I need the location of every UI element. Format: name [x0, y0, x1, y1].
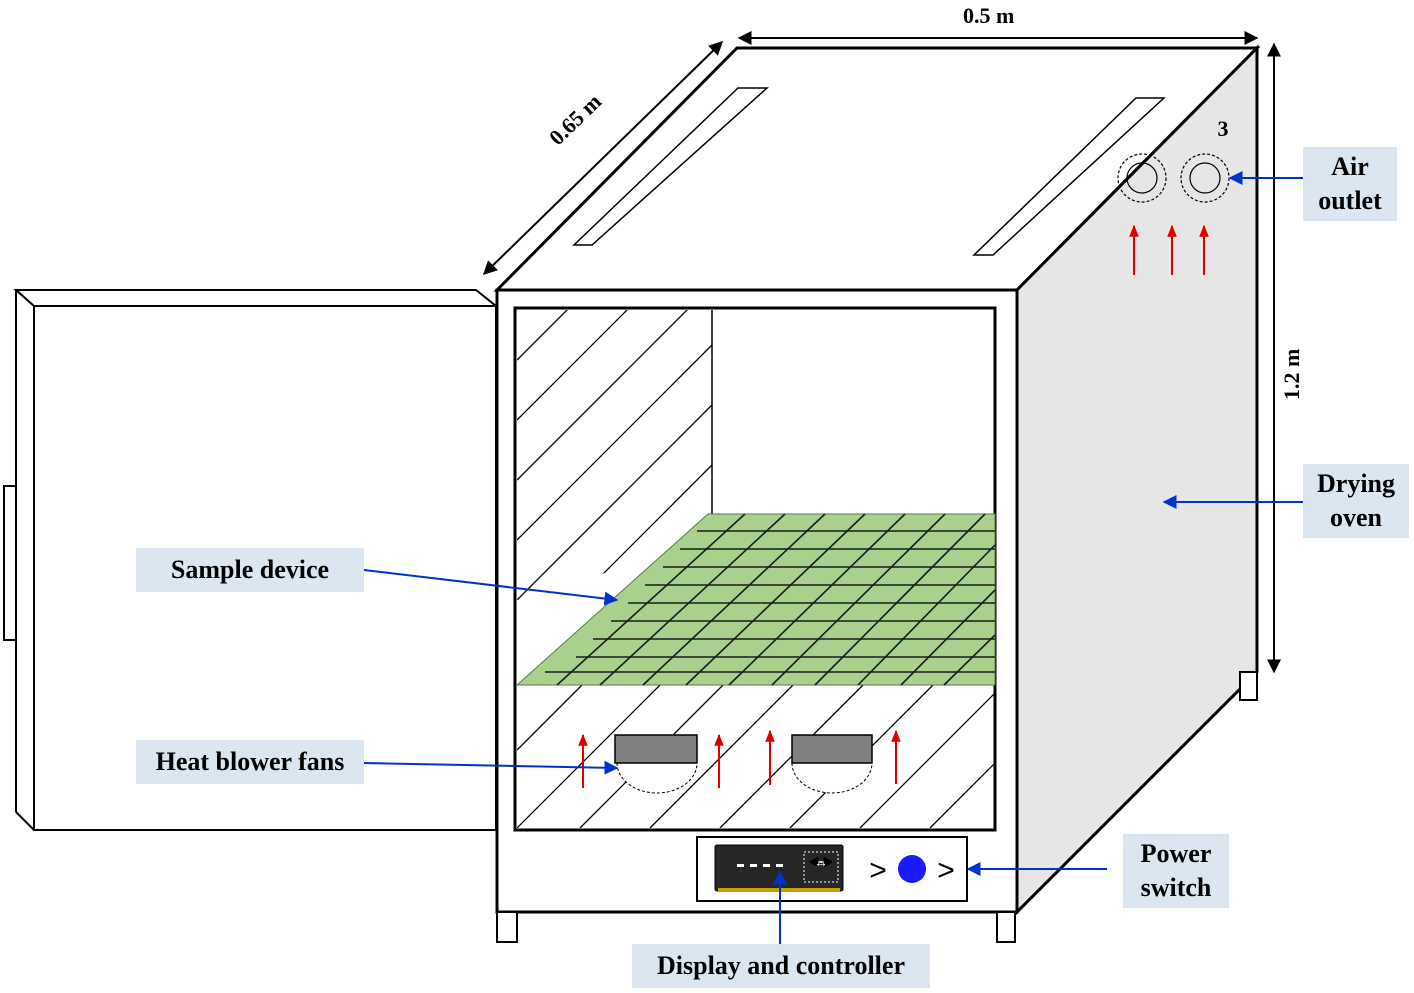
- label-display-controller: Display and controller: [632, 944, 930, 988]
- oven-foot-rear: [1239, 671, 1258, 701]
- label-air-outlet-line2: outlet: [1318, 186, 1382, 215]
- heat-blower-fan-right: [791, 734, 873, 794]
- top-vent-right: [972, 97, 1166, 256]
- sample-tray: [515, 513, 996, 686]
- control-panel: ↔ > >: [696, 836, 968, 902]
- dimension-width-label: 0.5 m: [963, 3, 1015, 28]
- label-power-switch-line1: Power: [1140, 839, 1212, 868]
- oven-foot-right: [996, 911, 1016, 943]
- heat-blower-fan-left: [614, 734, 698, 794]
- label-drying-oven-line2: oven: [1330, 503, 1382, 532]
- chevron-right-icon: >: [937, 854, 955, 887]
- outlet-airflow-arrows: [1129, 224, 1209, 275]
- air-outlet-left: [1117, 153, 1167, 203]
- dimension-arrow-depth: [482, 41, 724, 275]
- label-drying-oven: Drying oven: [1303, 464, 1409, 538]
- label-power-switch-line2: switch: [1140, 873, 1212, 902]
- callout-arrows: [363, 171, 1303, 944]
- svg-text:↔: ↔: [814, 854, 828, 870]
- label-air-outlet: Air outlet: [1303, 147, 1397, 221]
- label-drying-oven-line1: Drying: [1317, 469, 1395, 498]
- door-handle: [3, 485, 17, 641]
- dimension-lines: [482, 31, 1281, 674]
- chevron-right-icon: >: [869, 854, 887, 887]
- callout-arrow-heat-blower: [363, 760, 619, 775]
- label-air-outlet-line1: Air: [1331, 152, 1369, 181]
- callout-arrow-sample-device: [363, 569, 619, 606]
- label-power-switch: Power switch: [1123, 834, 1229, 908]
- dimension-height-label: 1.2 m: [1279, 348, 1304, 400]
- outlet-number: 3: [1218, 116, 1229, 141]
- label-sample-device: Sample device: [136, 548, 364, 592]
- power-button[interactable]: [898, 855, 926, 883]
- label-heat-blower-fans: Heat blower fans: [136, 740, 364, 784]
- fan-airflow-arrows: [578, 729, 901, 788]
- oven-foot-left: [496, 911, 518, 943]
